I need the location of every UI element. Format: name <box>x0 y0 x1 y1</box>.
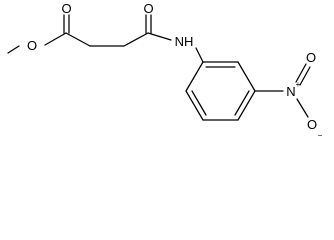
bond-amide-nh <box>147 32 172 41</box>
bond-layer <box>7 14 311 121</box>
nitro-nitrogen: N <box>286 84 295 99</box>
bond-methyl-o <box>7 45 20 54</box>
chemical-structure: O O O NH N + O O − <box>7 1 323 140</box>
bond-ester-ch2a <box>65 32 91 47</box>
ester-ether-oxygen: O <box>27 38 37 53</box>
nitro-double-oxygen: O <box>306 50 316 65</box>
bond-nitro-double-1 <box>295 63 307 83</box>
ring-bond-6-1 <box>185 61 204 92</box>
ester-carbonyl-oxygen: O <box>61 1 71 16</box>
ring-bond-2-3 <box>237 61 256 92</box>
bond-ch2b-amide <box>123 32 149 47</box>
amide-nh: NH <box>175 34 194 49</box>
ring-bond-3-4 <box>237 90 256 121</box>
nitro-nitrogen-charge: + <box>296 80 301 89</box>
ring-inner-3 <box>191 90 207 116</box>
ring-inner-2 <box>234 90 250 116</box>
bond-o-ester-carbon <box>44 32 67 46</box>
bond-nh-ring <box>195 47 204 63</box>
nitro-single-oxygen: O <box>307 117 317 132</box>
ring-bond-5-6 <box>185 90 204 121</box>
nitro-oxygen-charge: − <box>318 131 323 140</box>
bond-nitro-double-2 <box>299 66 311 86</box>
amide-oxygen: O <box>143 1 153 16</box>
bond-nitro-single <box>296 98 309 118</box>
